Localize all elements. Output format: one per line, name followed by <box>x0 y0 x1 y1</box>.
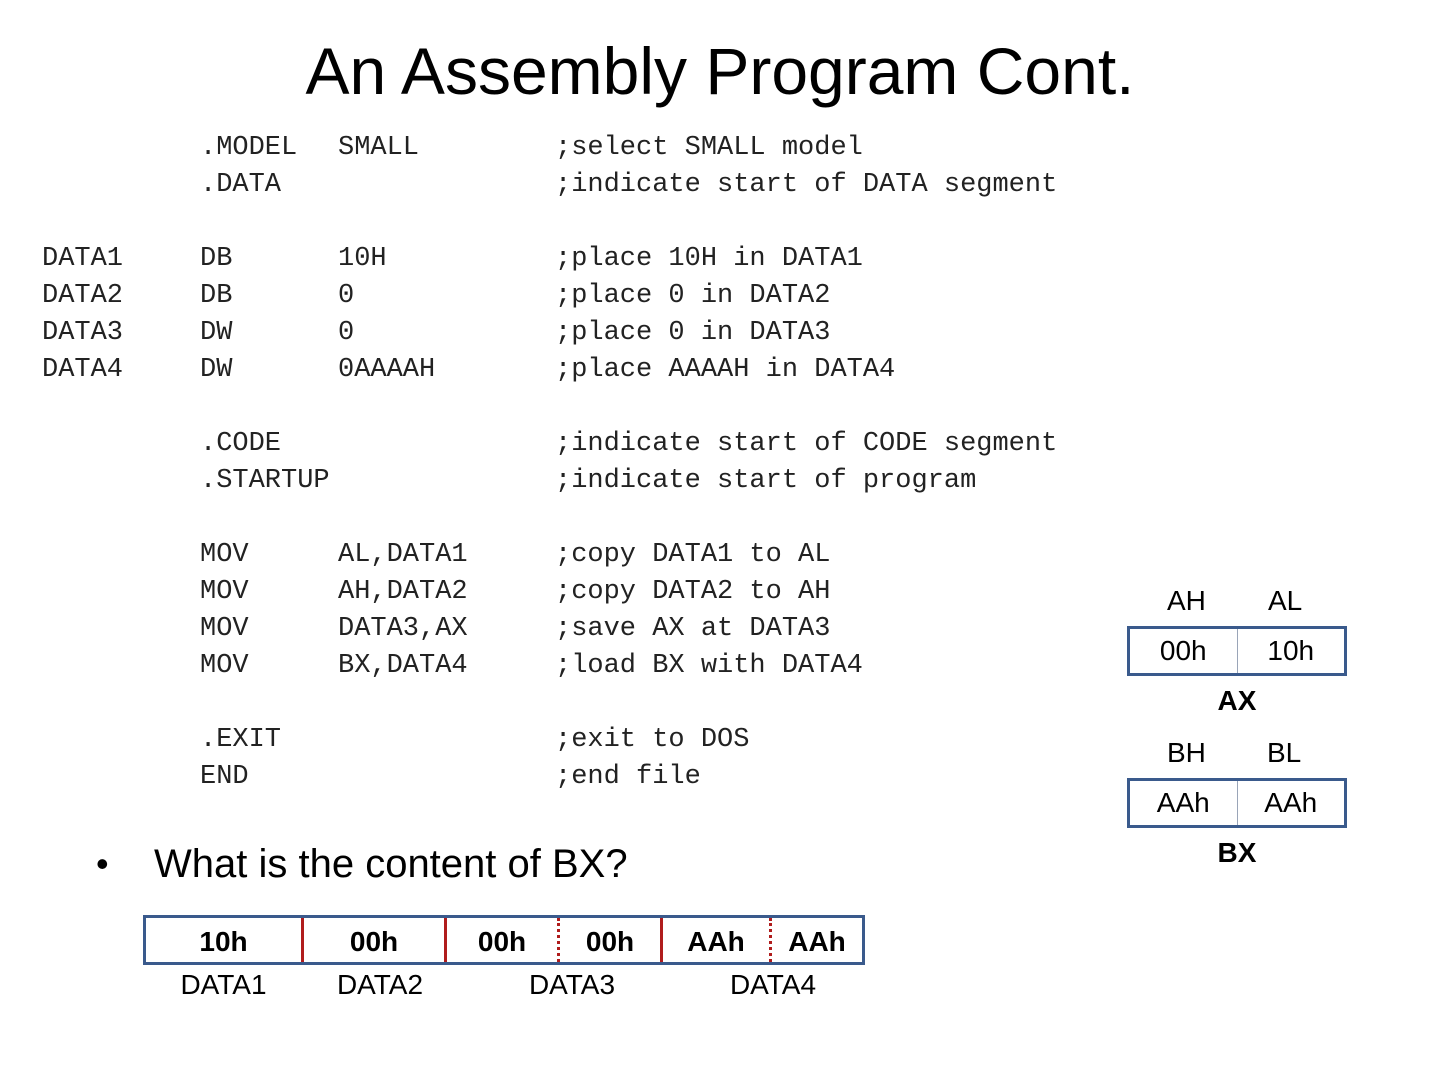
code-line: .MODEL SMALL ;select SMALL model <box>0 130 1200 167</box>
question-bullet: • What is the content of BX? <box>96 838 628 890</box>
bx-register-name: BX <box>1217 837 1257 868</box>
code-line: MOV BX,DATA4 ;load BX with DATA4 <box>0 648 1200 685</box>
memory-byte: 10h <box>199 926 248 957</box>
code-directive: DB <box>200 281 233 311</box>
memory-byte: AAh <box>687 926 745 957</box>
code-directive: DB <box>200 244 233 274</box>
ax-register-box: 00h 10h <box>1127 626 1347 676</box>
memory-layout: 10h 00h 00h 00h AAh AAh <box>143 915 865 965</box>
memory-byte: 00h <box>349 926 399 957</box>
code-operand: AH,DATA2 <box>338 577 468 607</box>
code-operand: SMALL <box>338 133 420 163</box>
code-label: DATA4 <box>42 355 124 385</box>
code-operand: DATA3,AX <box>338 614 468 644</box>
bl-label: BL <box>1267 737 1302 768</box>
code-comment: ;load BX with DATA4 <box>555 651 863 681</box>
code-comment: ;save AX at DATA3 <box>555 614 831 644</box>
memory-byte-divider <box>557 918 560 962</box>
memory-byte: AAh <box>788 926 846 957</box>
ah-label: AH <box>1167 585 1206 616</box>
code-comment: ;exit to DOS <box>555 725 750 755</box>
bl-value: AAh <box>1236 781 1345 825</box>
code-comment: ;place 0 in DATA2 <box>555 281 831 311</box>
memory-label-data1: DATA1 <box>180 969 267 1000</box>
code-directive: .CODE <box>200 429 282 459</box>
ah-value: 00h <box>1159 635 1207 666</box>
memory-label-data2: DATA2 <box>336 969 424 1000</box>
code-comment: ;place 0 in DATA3 <box>555 318 831 348</box>
code-comment: ;copy DATA2 to AH <box>555 577 831 607</box>
code-directive: .DATA <box>200 170 282 200</box>
code-directive: .STARTUP <box>200 466 330 496</box>
code-operand: 10H <box>338 244 387 274</box>
code-operand: AL,DATA1 <box>338 540 468 570</box>
code-line: .CODE ;indicate start of CODE segment <box>0 426 1200 463</box>
bx-register-diagram: BH BL AAh AAh BX <box>1127 736 1347 868</box>
code-comment: ;select SMALL model <box>555 133 863 163</box>
memory-byte: 00h <box>585 926 635 957</box>
code-comment: ;place 10H in DATA1 <box>555 244 863 274</box>
bullet-dot: • <box>96 843 109 884</box>
code-instruction: MOV <box>200 540 249 570</box>
code-operand: 0 <box>338 281 355 311</box>
code-directive: END <box>200 762 249 792</box>
code-comment: ;copy DATA1 to AL <box>555 540 831 570</box>
al-label: AL <box>1268 585 1303 616</box>
code-label: DATA2 <box>42 281 124 311</box>
code-line: DATA2 DB 0 ;place 0 in DATA2 <box>0 278 1200 315</box>
code-instruction: MOV <box>200 651 249 681</box>
ax-register-diagram: AH AL 00h 10h AX <box>1127 584 1347 716</box>
code-directive: .MODEL <box>200 133 298 163</box>
ax-register-name: AX <box>1217 685 1257 716</box>
code-label: DATA3 <box>42 318 124 348</box>
bh-value: AAh <box>1156 787 1210 818</box>
memory-byte-divider <box>769 918 772 962</box>
memory-label-data3: DATA3 <box>528 969 616 1000</box>
code-line: MOV DATA3,AX ;save AX at DATA3 <box>0 611 1200 648</box>
slide-title: An Assembly Program Cont. <box>305 34 1135 108</box>
code-operand: 0 <box>338 318 355 348</box>
code-operand: BX,DATA4 <box>338 651 468 681</box>
memory-separator <box>301 918 304 962</box>
code-directive: DW <box>200 355 233 385</box>
code-comment: ;place AAAAH in DATA4 <box>555 355 896 385</box>
code-instruction: MOV <box>200 577 249 607</box>
code-line: MOV AH,DATA2 ;copy DATA2 to AH <box>0 574 1200 611</box>
memory-separator <box>444 918 447 962</box>
bh-label: BH <box>1167 737 1206 768</box>
code-line: END ;end file <box>0 759 1200 796</box>
code-line: DATA1 DB 10H ;place 10H in DATA1 <box>0 241 1200 278</box>
code-operand: 0AAAAH <box>338 355 436 385</box>
code-comment: ;indicate start of program <box>555 466 977 496</box>
memory-separator <box>660 918 663 962</box>
code-line: .DATA ;indicate start of DATA segment <box>0 167 1200 204</box>
question-text: What is the content of BX? <box>154 842 628 886</box>
code-comment: ;end file <box>555 762 701 792</box>
code-label: DATA1 <box>42 244 124 274</box>
code-directive: .EXIT <box>200 725 282 755</box>
code-comment: ;indicate start of CODE segment <box>555 429 1058 459</box>
bx-register-box: AAh AAh <box>1127 778 1347 828</box>
code-line: .EXIT ;exit to DOS <box>0 722 1200 759</box>
code-instruction: MOV <box>200 614 249 644</box>
memory-byte: 00h <box>477 926 527 957</box>
code-line: DATA4 DW 0AAAAH ;place AAAAH in DATA4 <box>0 352 1200 389</box>
code-line: .STARTUP ;indicate start of program <box>0 463 1200 500</box>
code-line: MOV AL,DATA1 ;copy DATA1 to AL <box>0 537 1200 574</box>
code-directive: DW <box>200 318 233 348</box>
memory-label-data4: DATA4 <box>729 969 817 1000</box>
al-value: 10h <box>1236 629 1345 673</box>
code-comment: ;indicate start of DATA segment <box>555 170 1058 200</box>
code-line: DATA3 DW 0 ;place 0 in DATA3 <box>0 315 1200 352</box>
